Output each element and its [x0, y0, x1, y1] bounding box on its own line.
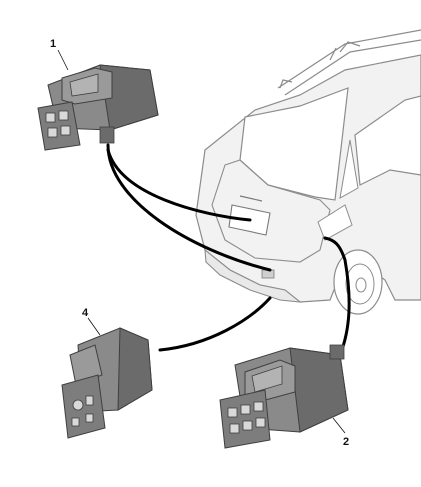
side-window-rear [339, 139, 359, 199]
callout-4: 4 [82, 307, 89, 319]
bumper-connector-point [261, 269, 275, 279]
leader-line-4 [87, 317, 101, 336]
cable-connector-2 [323, 236, 351, 357]
callout-2: 2 [343, 436, 349, 448]
rear-bumper [204, 248, 302, 303]
connector-1 [37, 64, 159, 151]
cable-connector-1-a [106, 148, 252, 222]
tailgate-handle [239, 195, 263, 202]
connector-2 [219, 344, 349, 449]
side-window [354, 95, 421, 186]
vehicle-illustration [195, 29, 421, 315]
leader-line-2 [332, 417, 346, 434]
leader-line-1 [57, 49, 69, 71]
tailgate [211, 159, 331, 263]
cable-connector-1-b [106, 143, 272, 272]
connector-4 [61, 327, 153, 439]
rear-wheel [333, 249, 383, 315]
rear-lamp [317, 204, 353, 241]
cable-connector-4 [158, 296, 272, 352]
cables [106, 143, 351, 357]
callout-1: 1 [50, 38, 56, 50]
